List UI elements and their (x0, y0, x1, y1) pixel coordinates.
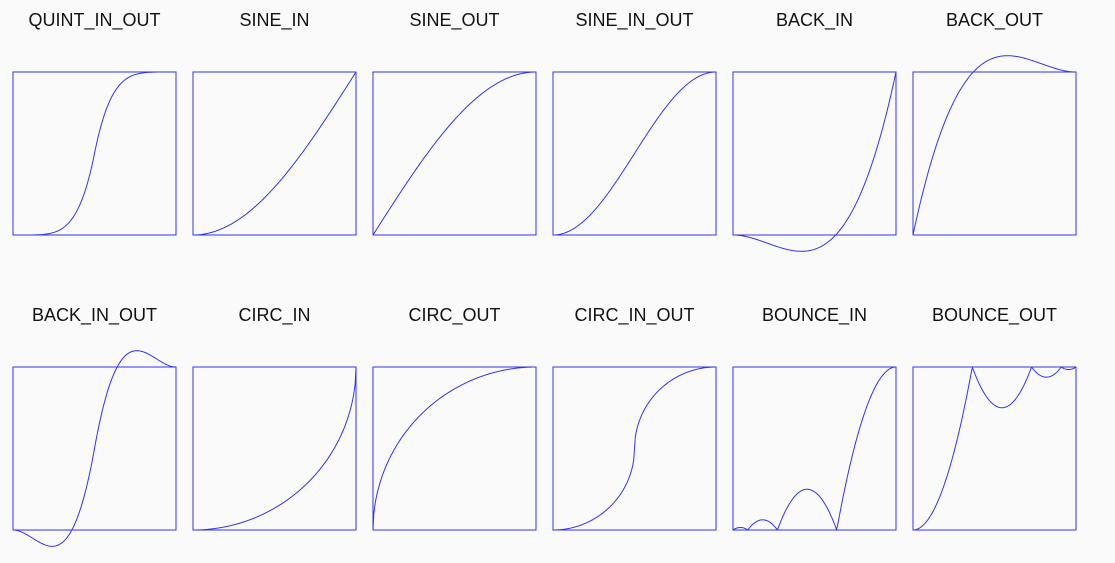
easing-plot-circ-in (192, 366, 357, 531)
panel-title-circ-in: CIRC_IN (238, 305, 311, 325)
easing-curve-sine-in-out (552, 71, 717, 236)
easing-plot-bounce-in (732, 366, 897, 531)
easing-plot-sine-out (372, 71, 537, 236)
easing-plot-back-out (912, 55, 1077, 236)
plot-frame (912, 71, 1077, 236)
easing-curve-circ-in (193, 366, 357, 531)
plot-frame (732, 366, 897, 531)
easing-plot-sine-in (192, 71, 357, 236)
panel-title-back-in-out: BACK_IN_OUT (31, 305, 158, 325)
easing-plot-circ-in-out (552, 366, 717, 531)
easing-plot-back-in-out (12, 350, 177, 547)
plot-frame (12, 366, 177, 531)
easing-curve-bounce-in (732, 366, 897, 531)
panel-title-sine-in-out: SINE_IN_OUT (575, 10, 694, 30)
easing-curve-back-in-out (12, 350, 177, 547)
easing-curve-bounce-out (912, 366, 1077, 531)
plot-frame (732, 71, 897, 236)
easing-plot-quint-in-out (12, 71, 177, 236)
easing-curve-quint-in-out (13, 71, 176, 236)
easing-curve-circ-out (372, 366, 536, 531)
easing-curve-back-in (732, 71, 897, 252)
easing-plot-circ-out (372, 366, 537, 531)
plot-frame (192, 71, 357, 236)
panel-title-sine-in: SINE_IN (239, 10, 310, 30)
easing-curve-sine-out (372, 71, 537, 236)
easing-curve-circ-in-out (553, 366, 716, 531)
easing-plot-back-in (732, 71, 897, 252)
plot-frame (372, 366, 537, 531)
panel-title-back-out: BACK_OUT (945, 10, 1044, 30)
easing-curve-sine-in (192, 71, 357, 236)
panel-title-back-in: BACK_IN (775, 10, 854, 30)
panel-title-circ-in-out: CIRC_IN_OUT (574, 305, 695, 325)
plot-frame (12, 71, 177, 236)
panel-title-circ-out: CIRC_OUT (408, 305, 501, 325)
easing-plot-sine-in-out (552, 71, 717, 236)
panel-title-bounce-out: BOUNCE_OUT (931, 305, 1057, 325)
plot-frame (552, 71, 717, 236)
easing-plot-bounce-out (912, 366, 1077, 531)
panel-title-bounce-in: BOUNCE_IN (761, 305, 868, 325)
easing-curve-back-out (912, 55, 1077, 236)
panel-title-quint-in-out: QUINT_IN_OUT (28, 10, 161, 30)
panel-title-sine-out: SINE_OUT (409, 10, 500, 30)
plot-frame (192, 366, 357, 531)
plot-frame (912, 366, 1077, 531)
plot-frame (372, 71, 537, 236)
plot-frame (552, 366, 717, 531)
